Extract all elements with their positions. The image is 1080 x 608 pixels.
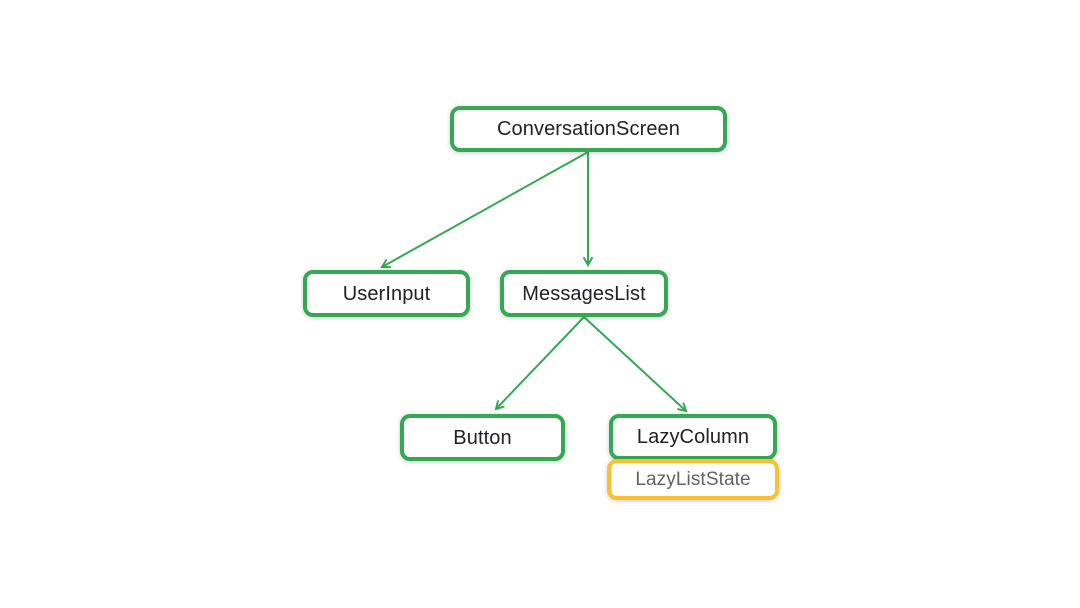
edge-messageslist-button <box>494 316 585 411</box>
node-lazyliststate-label: LazyListState <box>635 469 751 490</box>
node-button-label: Button <box>453 426 512 449</box>
node-conversationscreen: ConversationScreen <box>450 106 727 152</box>
node-userinput-label: UserInput <box>342 282 431 305</box>
node-userinput: UserInput <box>303 270 470 317</box>
edge-conversationscreen-userinput <box>380 151 589 269</box>
node-button: Button <box>400 414 565 461</box>
node-lazycolumn: LazyColumn <box>609 414 777 460</box>
edge-messageslist-lazycolumn <box>583 316 688 413</box>
node-conversationscreen-label: ConversationScreen <box>496 118 680 140</box>
node-messageslist: MessagesList <box>500 270 668 317</box>
node-lazyliststate: LazyListState <box>607 459 779 500</box>
node-lazycolumn-label: LazyColumn <box>636 426 750 448</box>
node-messageslist-label: MessagesList <box>522 282 646 305</box>
